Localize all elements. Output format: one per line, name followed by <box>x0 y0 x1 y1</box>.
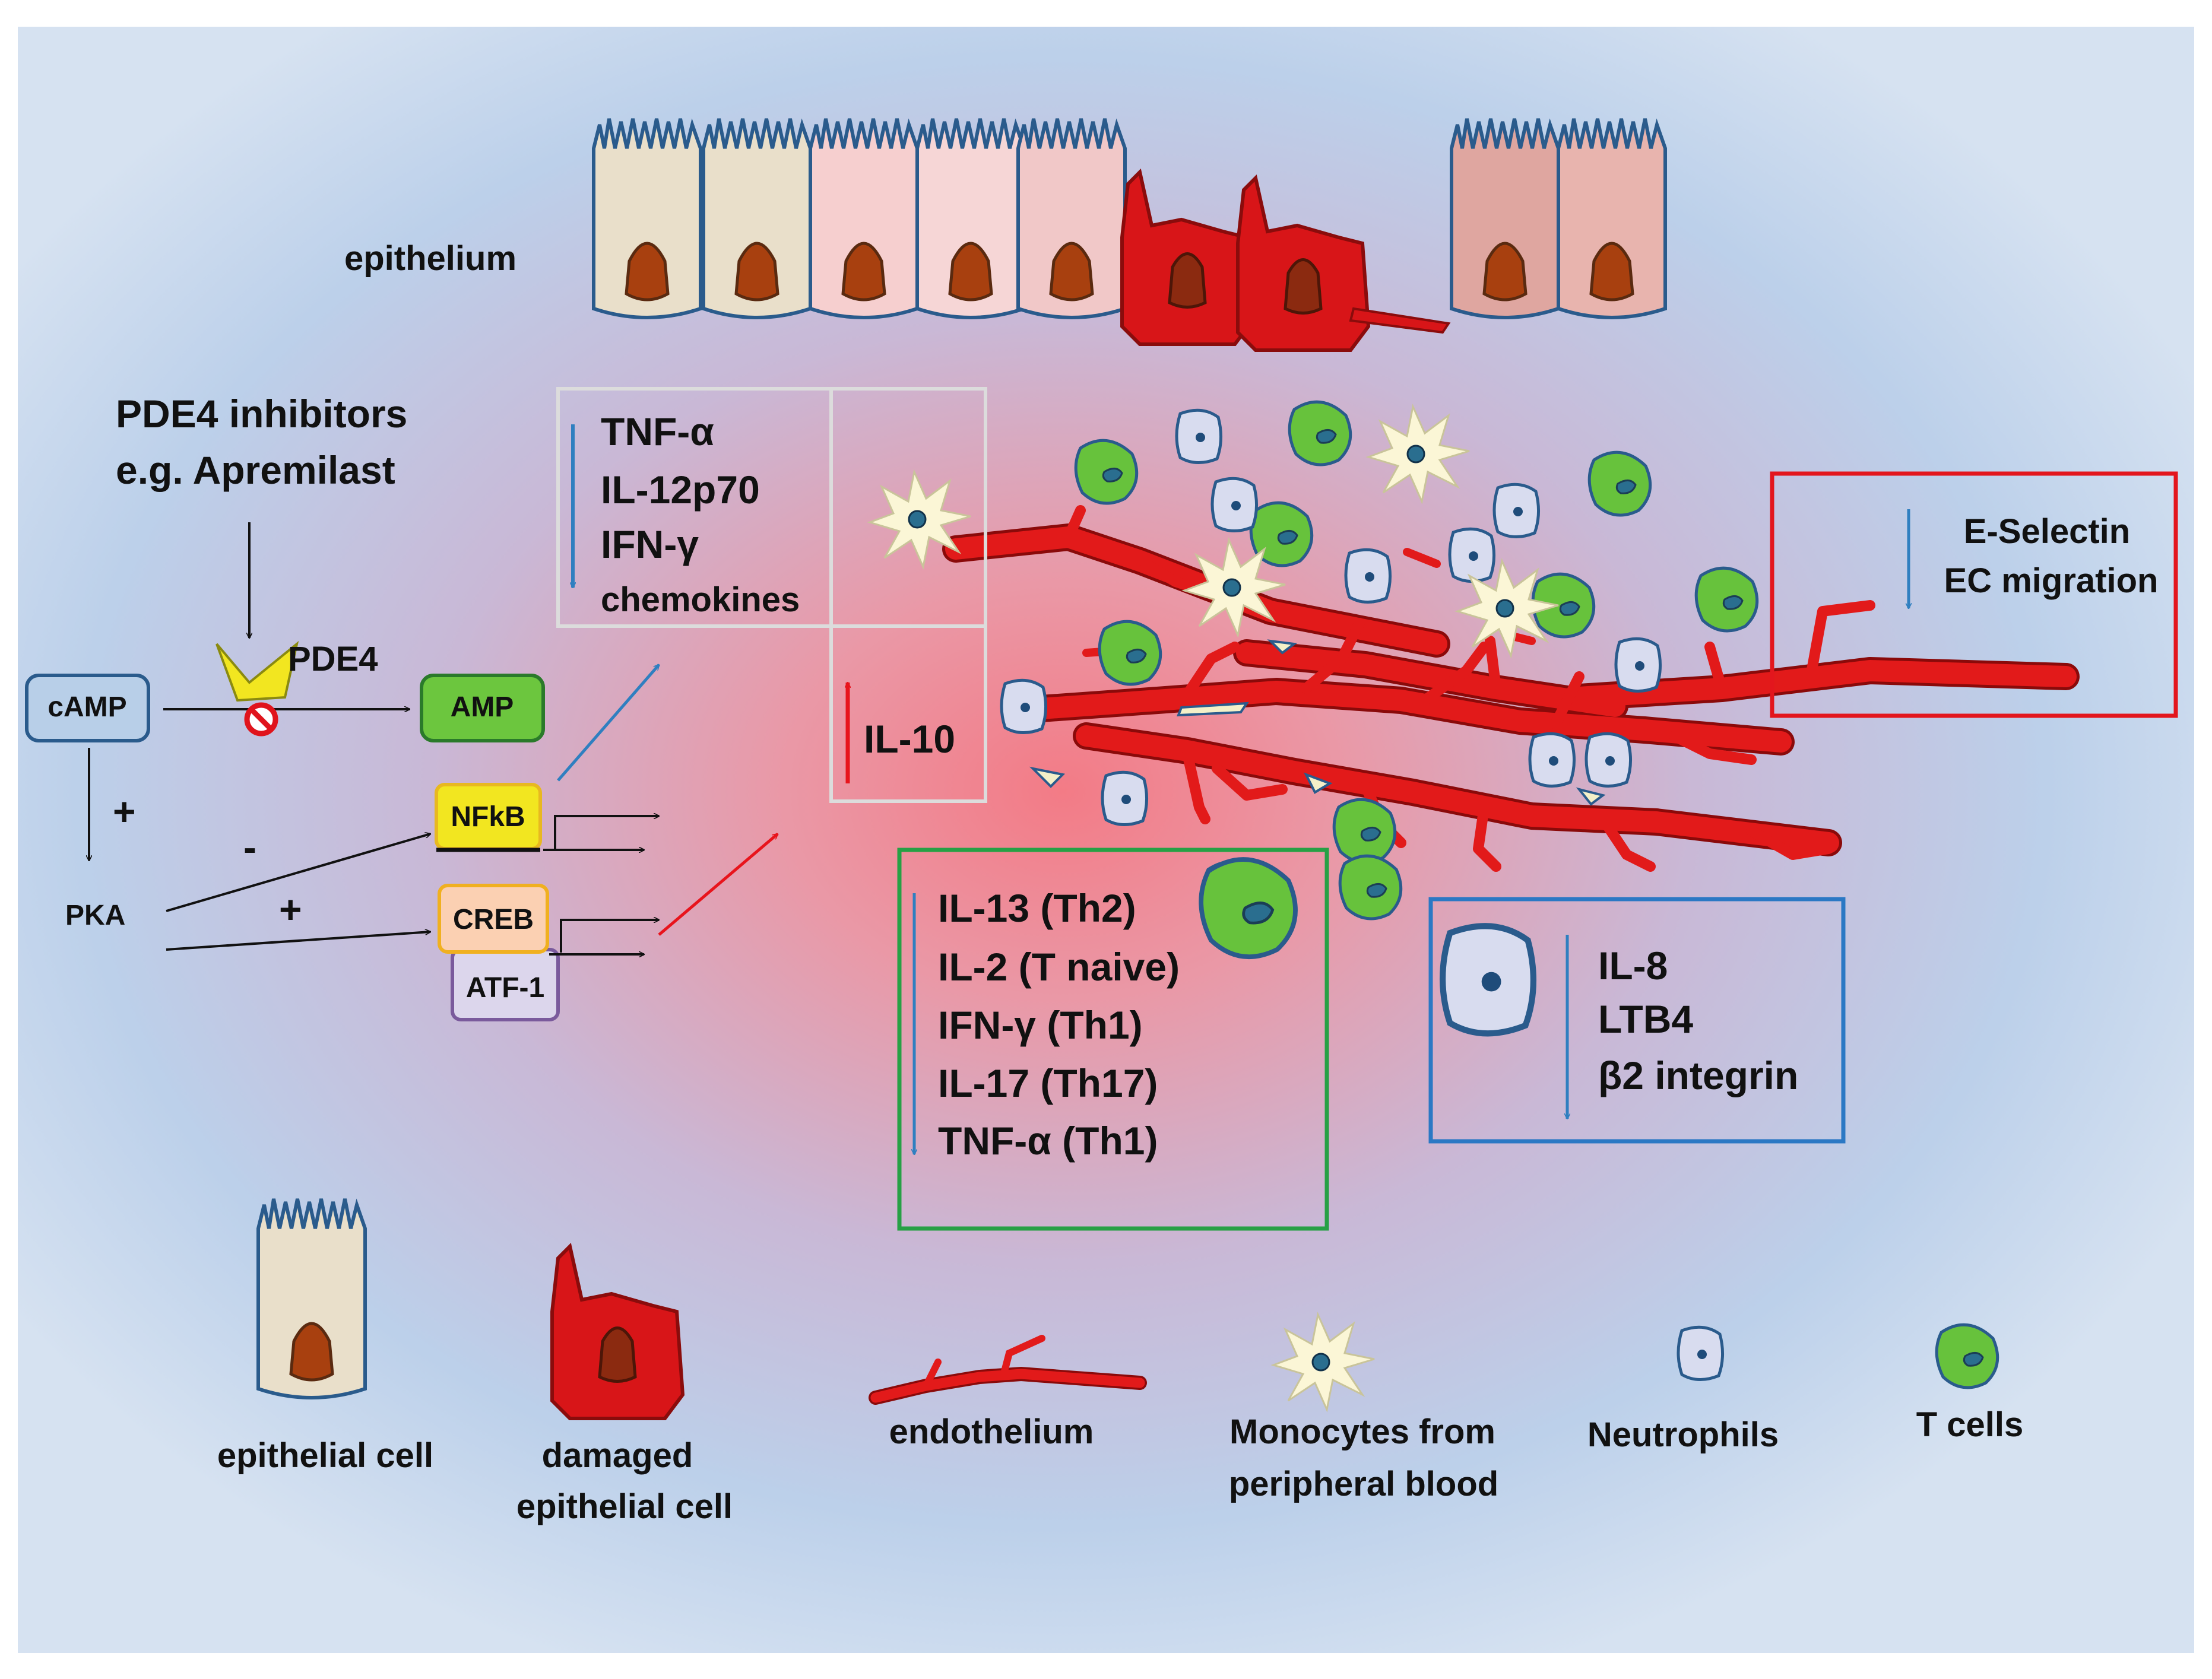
endothelium-vessels <box>942 505 2080 872</box>
drug-label-line1: PDE4 inhibitors <box>116 392 407 436</box>
atf1-label: ATF-1 <box>466 972 544 1004</box>
legend-neutrophils-label: Neutrophils <box>1587 1415 1779 1454</box>
tcell-box-icon <box>1201 859 1295 957</box>
neutrophil-item-3: β2 integrin <box>1598 1053 1798 1097</box>
legend-epithelial-cell-icon <box>258 1199 365 1398</box>
epithelium-row <box>594 119 1665 350</box>
monocyte-item-1: TNF-α <box>601 410 714 453</box>
drug-label-line2: e.g. Apremilast <box>116 448 395 492</box>
legend-damaged-label-line1: damaged <box>542 1436 693 1475</box>
monocyte-item-3: IFN-γ <box>601 522 699 566</box>
tcell-item-2: IL-2 (T naive) <box>938 945 1180 989</box>
tcell-item-4: IL-17 (Th17) <box>938 1061 1158 1105</box>
pde4-label: PDE4 <box>288 640 378 678</box>
nfkb-label: NFkB <box>451 801 525 833</box>
pka-to-nfkb-arrow <box>166 834 430 912</box>
endothelium-effect-box <box>1770 471 2178 718</box>
legend-endothelium-icon <box>869 1335 1147 1405</box>
camp-label: cAMP <box>47 691 126 723</box>
tcell-cytokine-box <box>897 848 1329 1231</box>
amp-box <box>420 674 545 742</box>
creb-box <box>438 884 549 954</box>
legend-damaged-label-line2: epithelial cell <box>516 1487 733 1526</box>
creb-label: CREB <box>453 904 534 935</box>
legend-monocytes-label-line1: Monocytes from <box>1229 1413 1495 1451</box>
pde4-enzyme-icon <box>216 640 299 702</box>
nfkb-transcription-arrows <box>543 816 659 850</box>
inhibition-icon <box>244 702 278 737</box>
endothelium-line-1: E-Selectin <box>1964 512 2130 551</box>
pka-to-creb-arrow <box>166 932 430 951</box>
neutrophil-effect-box <box>1428 897 1846 1144</box>
neutrophil-item-2: LTB4 <box>1598 997 1693 1041</box>
tcell-item-3: IFN-γ (Th1) <box>938 1003 1143 1047</box>
plus-sign-2: + <box>279 887 302 931</box>
monocyte-item-4: chemokines <box>601 580 800 619</box>
legend-neutrophil-icon <box>1678 1327 1723 1379</box>
camp-box <box>25 674 150 742</box>
creb-transcription-arrows <box>549 920 659 954</box>
tcell-item-5: TNF-α (Th1) <box>938 1119 1158 1163</box>
creb-effect-arrow <box>658 833 778 936</box>
monocyte-cytokine-box <box>556 387 987 803</box>
neutrophil-box-icon <box>1443 926 1533 1033</box>
il10-box <box>829 624 987 803</box>
endothelium-line-2: EC migration <box>1944 561 2159 600</box>
amp-label: AMP <box>451 691 514 723</box>
monocyte-item-2: IL-12p70 <box>601 468 760 512</box>
legend-t-cell-icon <box>1937 1325 1998 1388</box>
il10-label: IL-10 <box>864 717 955 761</box>
legend <box>258 1199 1998 1418</box>
epithelium-label: epithelium <box>344 239 516 278</box>
minus-sign: - <box>243 825 256 869</box>
detached-cell-fragment <box>1349 307 1451 334</box>
legend-monocytes-label-line2: peripheral blood <box>1229 1465 1498 1503</box>
nfkb-effect-arrow <box>557 665 660 782</box>
legend-t-cells-label: T cells <box>1916 1405 2024 1444</box>
pale-fragments <box>1029 639 1606 806</box>
tcell-item-1: IL-13 (Th2) <box>938 886 1136 930</box>
neutrophil-item-1: IL-8 <box>1598 944 1668 988</box>
legend-endothelium-label: endothelium <box>889 1413 1094 1451</box>
pka-label: PKA <box>65 900 125 931</box>
plus-sign-1: + <box>113 789 136 833</box>
legend-epithelial-cell-label: epithelial cell <box>217 1436 433 1475</box>
